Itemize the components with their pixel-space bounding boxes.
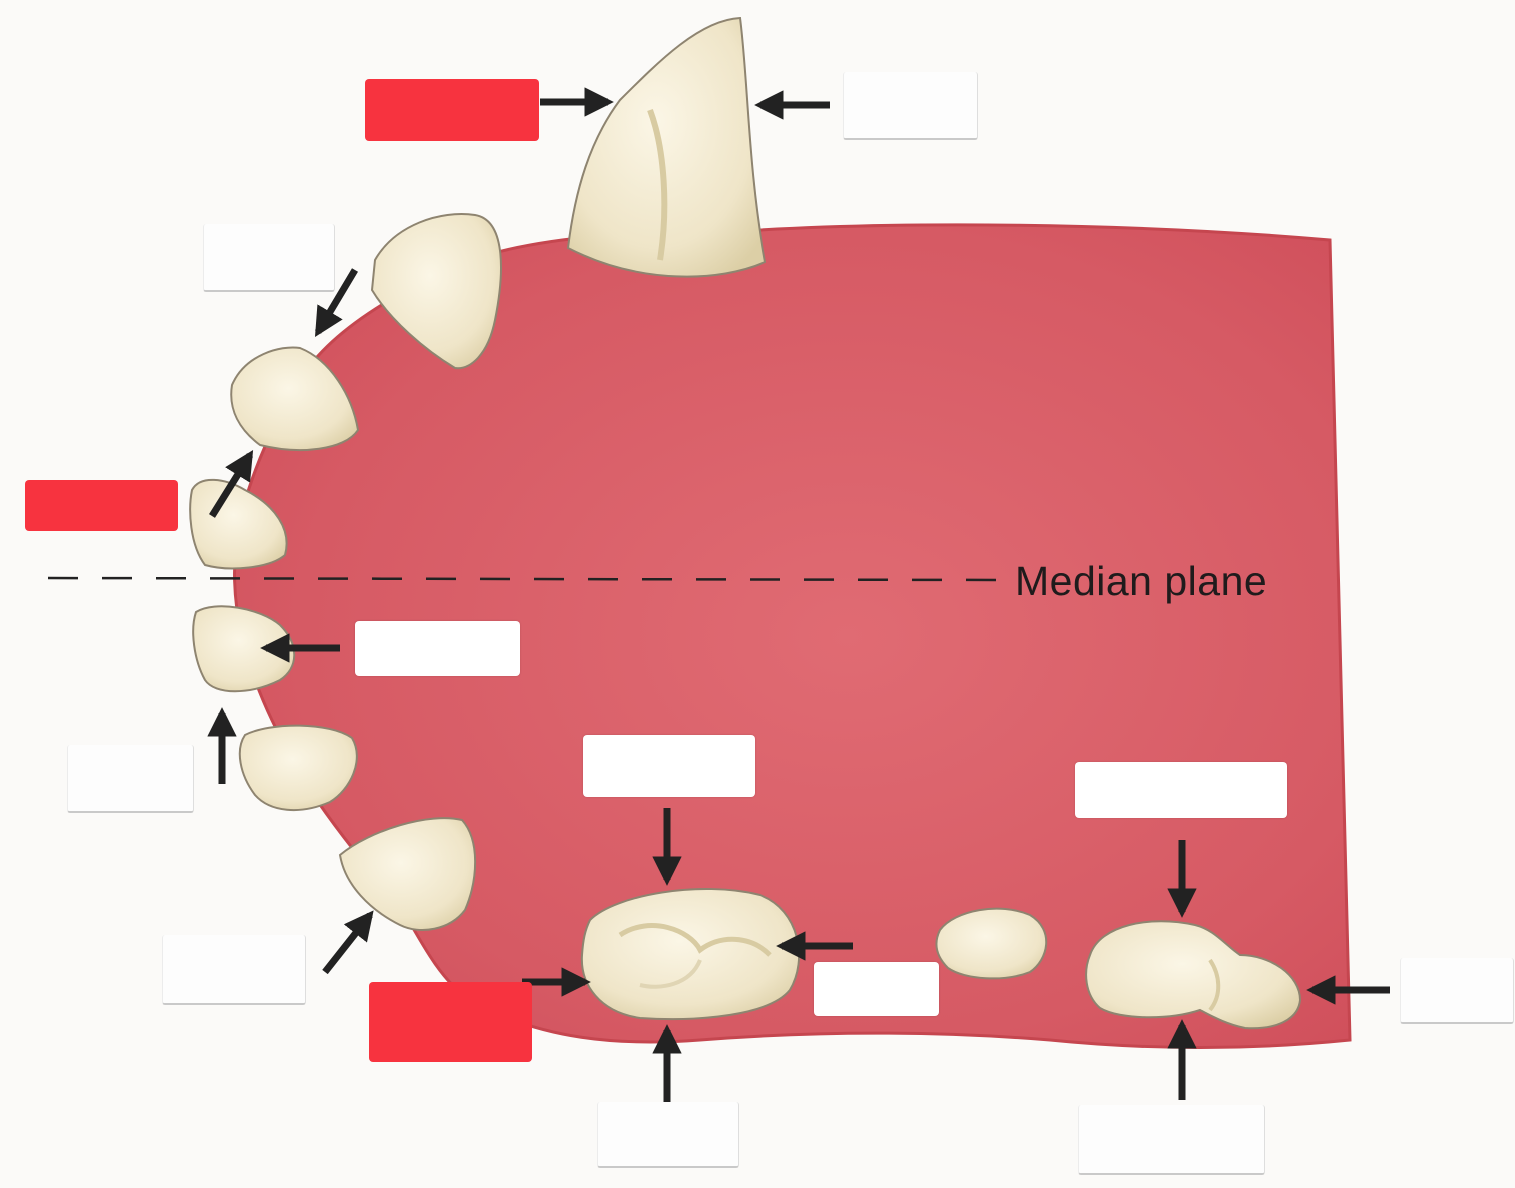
molar-left-label-box[interactable] <box>369 982 532 1062</box>
upper-incisor-label-box[interactable] <box>203 224 335 292</box>
lower-incisor-1 <box>192 605 296 693</box>
lower-incisor-label-box[interactable] <box>355 621 520 676</box>
premolar-right-label-box[interactable] <box>1400 958 1514 1024</box>
median-plane-label: Median plane <box>1015 558 1268 604</box>
incisor-left-label-box[interactable] <box>25 480 178 531</box>
lower-left-label-box[interactable] <box>67 745 194 813</box>
arrow-incisor-left <box>209 450 254 518</box>
canine-label-box[interactable] <box>365 79 539 141</box>
back-molar <box>1085 920 1302 1030</box>
canine-right-label-box[interactable] <box>843 72 978 140</box>
premolar-top-label-box[interactable] <box>1075 762 1287 818</box>
upper-incisor-3 <box>370 213 502 370</box>
arrows <box>207 87 1390 1106</box>
upper-incisor-2 <box>230 346 360 451</box>
molar-bottom-label-box[interactable] <box>597 1102 739 1168</box>
lower-incisor-3 <box>338 817 477 931</box>
lower-incisor-2 <box>238 724 358 812</box>
premolar-bottom-label-box[interactable] <box>1078 1105 1265 1175</box>
arrow-corner-incisor <box>322 910 374 975</box>
molar-top-label-box[interactable] <box>583 735 755 797</box>
arrow-upper-incisor <box>314 268 359 338</box>
lower-corner-incisor-label-box[interactable] <box>162 935 306 1005</box>
molar-middle-label-box[interactable] <box>814 962 939 1016</box>
canine-tooth <box>566 16 767 278</box>
large-molar <box>580 888 801 1021</box>
small-premolar <box>935 907 1048 980</box>
